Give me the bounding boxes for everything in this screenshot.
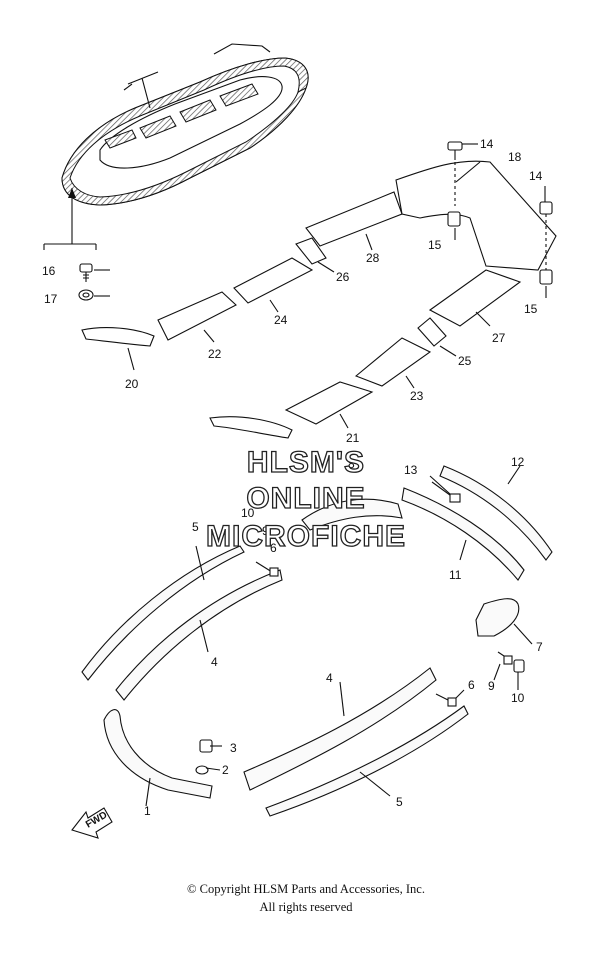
label-part-22: 22 <box>208 347 222 361</box>
label-part-6a: 6 <box>270 541 277 555</box>
label-part-17: 17 <box>44 292 58 306</box>
decal-19 <box>209 416 293 439</box>
bolt-16-icon <box>79 263 93 282</box>
trim-5a <box>81 545 245 681</box>
rail-4a <box>115 569 283 701</box>
label-part-26: 26 <box>336 270 350 284</box>
label-part-3: 3 <box>230 741 237 755</box>
mat-26 <box>295 237 327 265</box>
label-part-11: 11 <box>449 568 462 582</box>
label-part-10b: 10 <box>511 691 525 705</box>
label-part-15a: 15 <box>428 238 442 252</box>
label-part-21: 21 <box>346 431 360 445</box>
label-part-28: 28 <box>366 251 380 265</box>
label-part-12: 12 <box>511 455 525 469</box>
clip-9b-icon <box>497 651 513 665</box>
rail-7 <box>475 598 520 637</box>
nut-10b-icon <box>513 659 525 673</box>
mat-23 <box>354 337 432 387</box>
copyright-text: © Copyright HLSM Parts and Accessories, … <box>187 882 425 896</box>
rail-11 <box>401 487 525 581</box>
label-part-8: 8 <box>348 457 355 471</box>
part-labels: 1 2 3 4 4 5 5 6 6 7 8 9 9 10 10 11 12 13… <box>42 137 543 818</box>
mat-21 <box>284 381 374 425</box>
watermark: HLSM'S ONLINE MICROFICHE <box>205 445 406 553</box>
mat-27 <box>428 269 522 327</box>
watermark-line-3: MICROFICHE <box>206 520 406 553</box>
label-part-25: 25 <box>458 354 472 368</box>
screw-6b-icon <box>435 693 457 707</box>
label-part-27: 27 <box>492 331 506 345</box>
label-part-4a: 4 <box>211 655 218 669</box>
mat-22 <box>157 291 237 341</box>
label-part-6b: 6 <box>468 678 475 692</box>
leader-lines <box>94 143 547 807</box>
label-part-14b: 14 <box>529 169 543 183</box>
mat-28 <box>305 191 403 247</box>
label-part-7: 7 <box>536 640 543 654</box>
label-part-18: 18 <box>508 150 522 164</box>
label-part-20: 20 <box>125 377 139 391</box>
label-part-16: 16 <box>42 264 56 278</box>
label-part-23: 23 <box>410 389 424 403</box>
mat-24 <box>233 257 314 304</box>
screw-6a-icon <box>255 561 279 577</box>
watercraft-overview <box>43 43 309 250</box>
label-part-9a: 9 <box>262 524 269 538</box>
rail-1 <box>103 709 213 799</box>
label-part-1: 1 <box>144 804 151 818</box>
label-part-13: 13 <box>404 463 418 477</box>
nut-15b-icon <box>539 269 553 285</box>
nut-15a-icon <box>447 211 461 227</box>
label-part-15b: 15 <box>524 302 538 316</box>
rail-4b <box>243 667 437 791</box>
label-part-5b: 5 <box>396 795 403 809</box>
rail-12 <box>439 465 553 561</box>
mat-18 <box>395 160 557 271</box>
fwd-arrow-icon: FWD <box>71 807 113 839</box>
label-part-5a: 5 <box>192 520 199 534</box>
watermark-line-2: ONLINE <box>246 482 365 515</box>
mat-25 <box>417 317 447 347</box>
label-part-14a: 14 <box>480 137 494 151</box>
label-part-24: 24 <box>274 313 288 327</box>
watermark-line-1: HLSM'S <box>247 446 365 479</box>
label-part-10a: 10 <box>241 506 255 520</box>
nut-17-icon <box>78 289 94 301</box>
rights-text: All rights reserved <box>259 900 353 914</box>
label-part-4b: 4 <box>326 671 333 685</box>
washer-2-icon <box>195 765 209 775</box>
decal-20 <box>81 327 155 347</box>
label-part-2: 2 <box>222 763 229 777</box>
bolt-14a-icon <box>447 141 463 206</box>
label-part-9b: 9 <box>488 679 495 693</box>
bolt-14b-icon <box>539 201 553 270</box>
rail-8 <box>301 498 403 531</box>
trim-5b <box>265 705 469 817</box>
clip-13-icon <box>431 481 461 503</box>
